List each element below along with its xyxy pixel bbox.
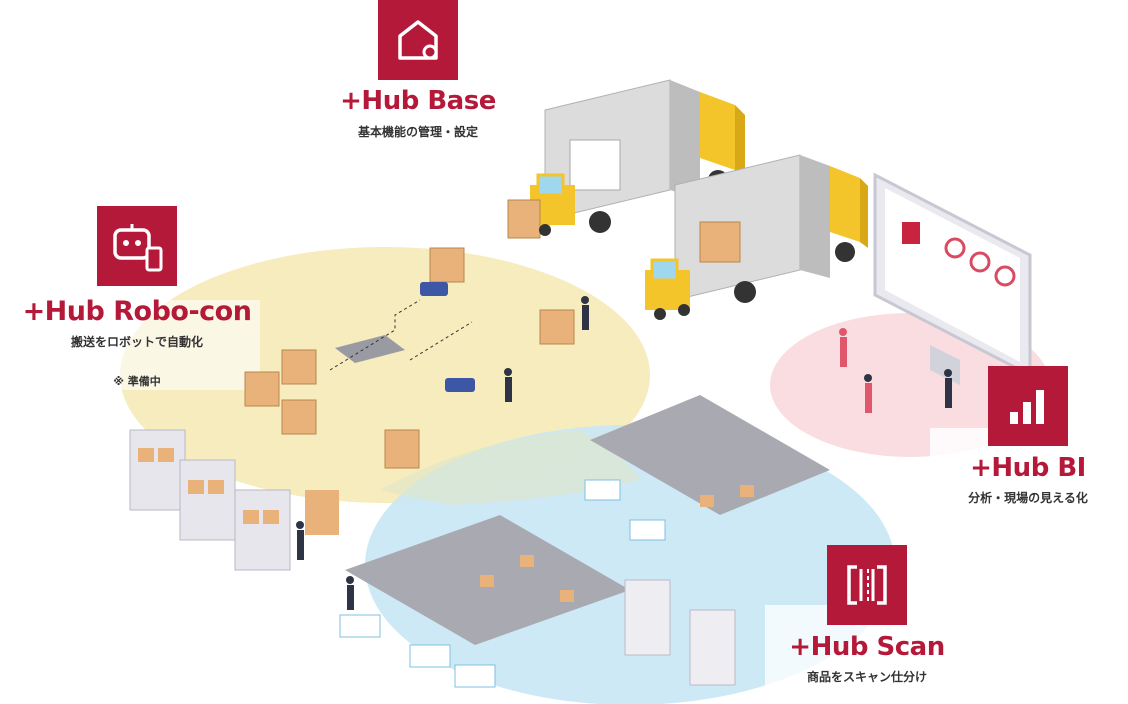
- base-title: +Hub Base: [340, 86, 496, 116]
- pallet-boxes: [244, 247, 575, 469]
- bi-icon: [988, 366, 1068, 446]
- scan-subtitle: 商品をスキャン仕分け: [806, 670, 928, 684]
- base-subtitle: 基本機能の管理・設定: [357, 125, 479, 139]
- truck-2: [674, 154, 868, 303]
- rack-boxes: [138, 448, 339, 535]
- agv-paths: [329, 299, 473, 371]
- truck-1: [544, 79, 745, 233]
- overlap-zone: [380, 430, 640, 505]
- scan-icon: [827, 545, 907, 625]
- robocon-subtitle: 搬送をロボットで自動化: [70, 335, 204, 349]
- workers: [296, 296, 952, 610]
- base-icon: [378, 0, 458, 80]
- forklift-1: [507, 173, 575, 239]
- forklift-2: [645, 258, 690, 320]
- bi-subtitle: 分析・現場の見える化: [968, 491, 1088, 505]
- scan-title: +Hub Scan: [789, 632, 945, 662]
- shelving-units: [624, 579, 736, 686]
- robocon-icon: [97, 206, 177, 286]
- bi-title: +Hub BI: [970, 453, 1086, 483]
- robocon-title: +Hub Robo-con: [22, 296, 252, 327]
- sorting-stations: [339, 479, 666, 688]
- scan-boxes: [480, 485, 754, 602]
- storage-racks: [129, 429, 291, 571]
- robocon-note: ※ 準備中: [113, 375, 161, 388]
